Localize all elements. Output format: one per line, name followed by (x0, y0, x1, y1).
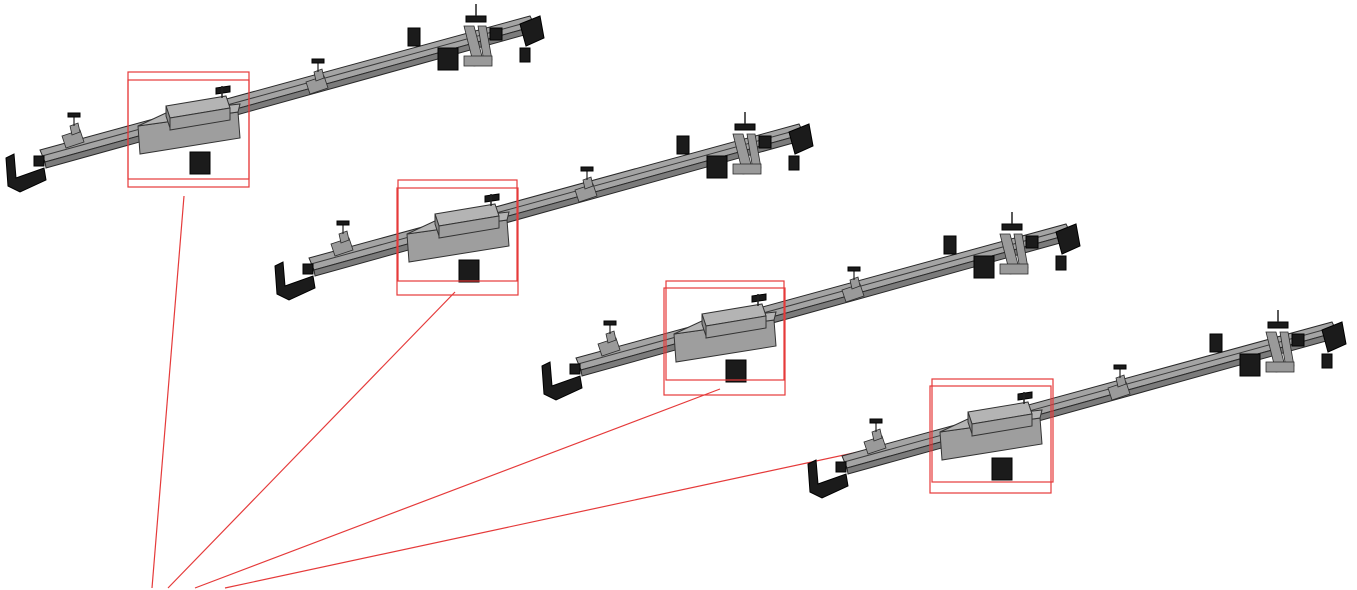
assembly-3 (541, 211, 1081, 401)
leader-line-1 (151, 195, 185, 589)
leader-line-4 (224, 437, 924, 589)
highlight-box-3 (665, 280, 785, 381)
highlight-box-1 (127, 71, 250, 180)
assembly-2 (274, 111, 814, 301)
highlight-box-2 (397, 179, 518, 282)
leader-line-3 (194, 388, 721, 589)
leader-lines (151, 195, 924, 589)
assembly-1 (5, 3, 545, 193)
highlight-box-4 (931, 378, 1054, 483)
assembly-4 (807, 309, 1347, 499)
leader-line-2 (167, 291, 456, 589)
